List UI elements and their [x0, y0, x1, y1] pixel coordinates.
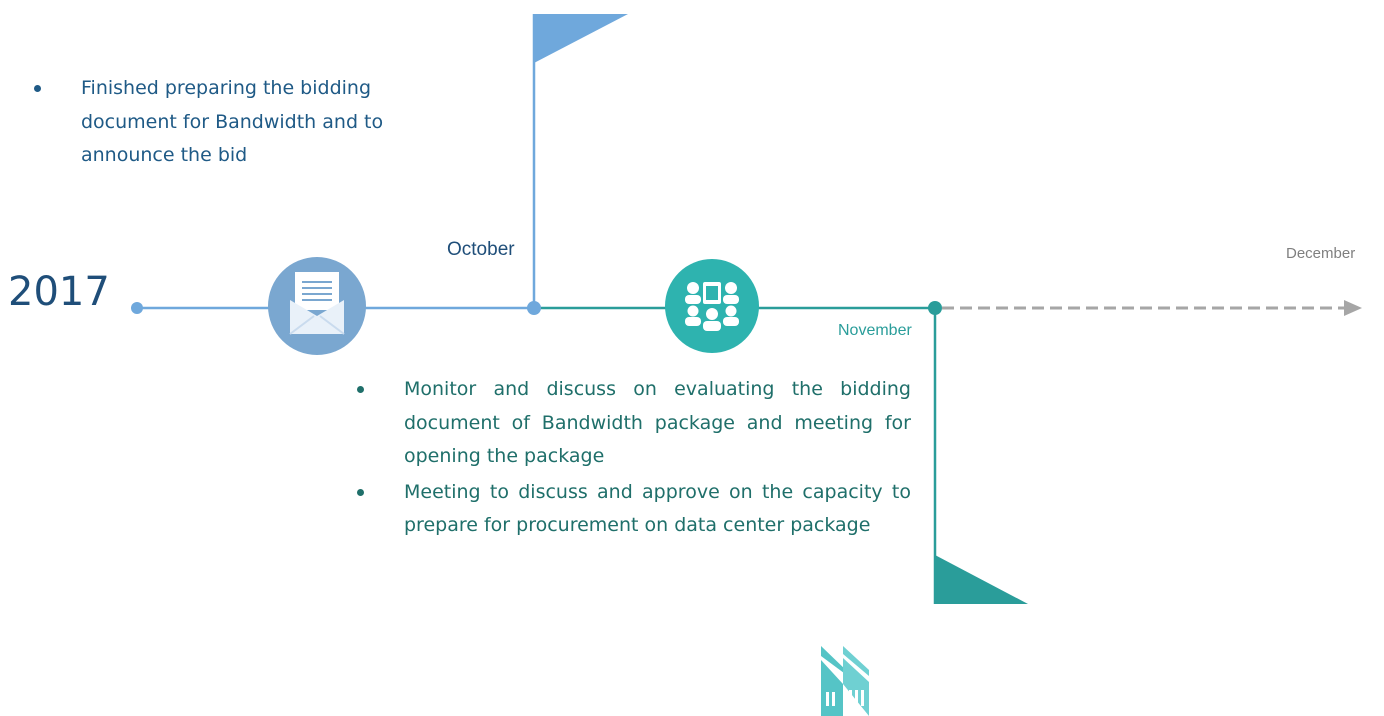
timeline-october-dot: [527, 301, 541, 315]
timeline-start-dot: [131, 302, 143, 314]
october-notes-list: Finished preparing the bidding document …: [34, 72, 441, 173]
timeline-november-dot: [928, 301, 942, 315]
list-item: Finished preparing the bidding document …: [34, 72, 441, 173]
list-item-text: Meeting to discuss and approve on the ca…: [404, 480, 911, 537]
flag-november-icon: [935, 555, 1028, 604]
month-label-december: December: [1286, 245, 1356, 262]
november-notes-list: Monitor and discuss on evaluating the bi…: [357, 373, 911, 543]
arrow-head-icon: [1344, 300, 1362, 316]
list-item-text: Finished preparing the bidding document …: [81, 77, 384, 166]
list-item: Monitor and discuss on evaluating the bi…: [357, 373, 911, 474]
buildings-icon: [821, 646, 869, 716]
team-meeting-icon: [665, 259, 759, 353]
month-label-november: November: [838, 322, 912, 339]
flag-october-icon: [534, 14, 628, 63]
list-item: Meeting to discuss and approve on the ca…: [357, 476, 911, 543]
envelope-icon: [268, 257, 366, 355]
bullet-icon: [357, 386, 364, 393]
month-label-october: October: [447, 239, 515, 260]
bullet-icon: [357, 488, 364, 496]
bullet-icon: [34, 85, 41, 92]
year-label: 2017: [8, 269, 110, 315]
list-item-text: Monitor and discuss on evaluating the bi…: [404, 378, 911, 467]
